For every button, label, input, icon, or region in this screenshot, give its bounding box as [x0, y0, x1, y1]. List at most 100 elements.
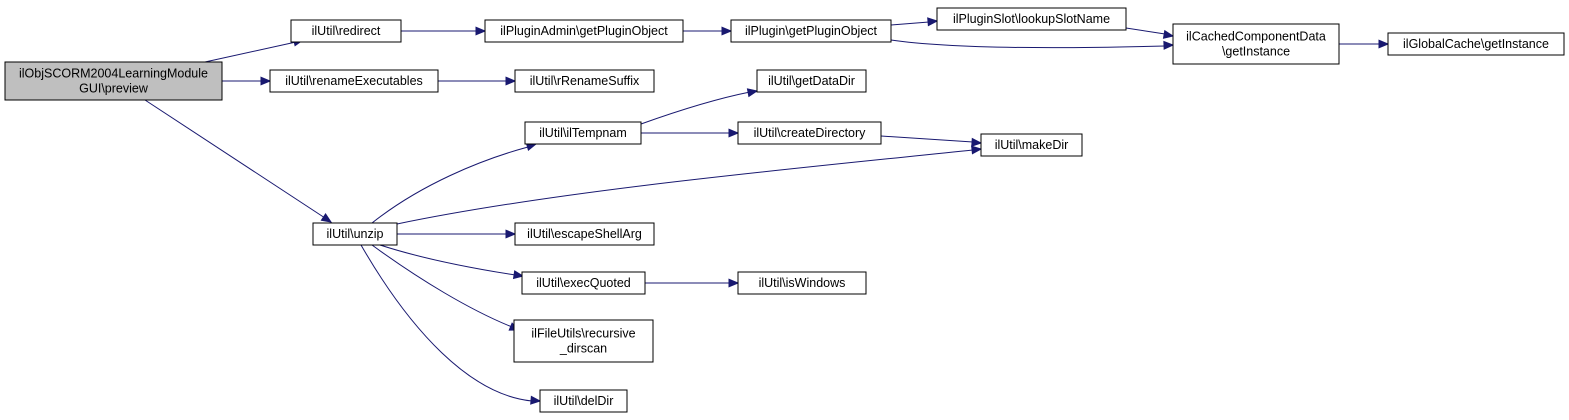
arrowhead-icon — [475, 26, 487, 36]
arrowhead-icon — [971, 145, 983, 155]
node-label: ilPluginSlot\lookupSlotName — [953, 12, 1110, 26]
node-label: ilFileUtils\recursive — [531, 327, 635, 341]
edge-line — [371, 146, 529, 224]
edge-line — [144, 99, 326, 219]
edge-unzip-to-tempnam — [371, 142, 538, 224]
edge-root-to-redirect — [204, 37, 305, 63]
node-unzip[interactable]: ilUtil\unzip — [312, 222, 398, 246]
arrowhead-icon — [1162, 29, 1175, 39]
node-redirect[interactable]: ilUtil\redirect — [290, 19, 402, 43]
edge-line — [396, 149, 974, 225]
node-plugin[interactable]: ilPlugin\getPluginObject — [730, 19, 892, 43]
edge-plugin-to-slot — [890, 17, 939, 27]
node-exec[interactable]: ilUtil\execQuoted — [521, 271, 646, 295]
edge-line — [890, 21, 930, 26]
edge-line — [1125, 27, 1166, 35]
node-box — [514, 69, 655, 93]
node-label: ilObjSCORM2004LearningModule — [19, 67, 208, 81]
arrowhead-icon — [1378, 39, 1390, 49]
node-renameExec[interactable]: ilUtil\renameExecutables — [269, 69, 439, 93]
edge-exec-to-iswin — [645, 278, 740, 288]
node-box — [936, 7, 1127, 31]
arrowhead-icon — [260, 76, 272, 86]
edge-unzip-to-exec — [379, 244, 525, 280]
node-label: ilUtil\rRenameSuffix — [530, 74, 640, 88]
node-box — [290, 19, 402, 43]
edge-unzip-to-deldir — [360, 244, 542, 405]
edge-line — [640, 91, 751, 125]
arrowhead-icon — [505, 76, 517, 86]
node-label: ilUtil\escapeShellArg — [527, 227, 642, 241]
node-label: _dirscan — [559, 342, 607, 356]
node-slot[interactable]: ilPluginSlot\lookupSlotName — [936, 7, 1127, 31]
node-layer: ilObjSCORM2004LearningModuleGUI\previewi… — [4, 7, 1565, 413]
arrowhead-icon — [320, 212, 333, 223]
edge-unzip-to-makedir — [396, 145, 983, 225]
arrowhead-icon — [728, 278, 740, 288]
node-box — [539, 389, 628, 413]
node-iswin[interactable]: ilUtil\isWindows — [737, 271, 867, 295]
node-label: ilGlobalCache\getInstance — [1403, 37, 1549, 51]
node-pluginAdmin[interactable]: ilPluginAdmin\getPluginObject — [484, 19, 684, 43]
node-createdir[interactable]: ilUtil\createDirectory — [737, 121, 882, 145]
edge-unzip-to-escape — [397, 229, 517, 239]
edge-line — [360, 244, 533, 402]
node-box — [521, 271, 646, 295]
node-label: ilCachedComponentData — [1186, 30, 1326, 44]
node-box — [756, 69, 867, 93]
node-tempnam[interactable]: ilUtil\ilTempnam — [524, 121, 642, 145]
arrowhead-icon — [512, 270, 525, 280]
arrowhead-icon — [530, 395, 542, 405]
node-box — [737, 121, 882, 145]
node-box — [524, 121, 642, 145]
edge-line — [880, 135, 974, 143]
edge-createdir-to-makedir — [880, 135, 983, 147]
edge-renameExec-to-rrename — [438, 76, 517, 86]
node-makedir[interactable]: ilUtil\makeDir — [980, 133, 1083, 157]
node-rrename[interactable]: ilUtil\rRenameSuffix — [514, 69, 655, 93]
edge-slot-to-cached — [1125, 27, 1175, 39]
node-global[interactable]: ilGlobalCache\getInstance — [1387, 32, 1565, 56]
edge-plugin-to-cached — [890, 39, 1175, 50]
node-label: ilPlugin\getPluginObject — [745, 24, 878, 38]
node-box — [312, 222, 398, 246]
node-box — [1387, 32, 1565, 56]
node-deldir[interactable]: ilUtil\delDir — [539, 389, 628, 413]
edge-redirect-to-pluginAdmin — [401, 26, 487, 36]
node-escape[interactable]: ilUtil\escapeShellArg — [514, 222, 655, 246]
node-box — [514, 222, 655, 246]
edge-unzip-to-filescan — [371, 244, 521, 331]
edge-cached-to-global — [1339, 39, 1390, 49]
edge-line — [204, 41, 297, 63]
edge-root-to-unzip — [144, 99, 333, 223]
node-box — [980, 133, 1083, 157]
node-label: ilUtil\execQuoted — [536, 276, 631, 290]
edge-root-to-renameExec — [222, 76, 272, 86]
node-label: ilUtil\makeDir — [995, 138, 1069, 152]
node-filescan[interactable]: ilFileUtils\recursive_dirscan — [513, 319, 654, 363]
node-cached[interactable]: ilCachedComponentData\getInstance — [1172, 23, 1340, 65]
node-label: ilUtil\createDirectory — [754, 126, 867, 140]
node-box — [484, 19, 684, 43]
node-box — [1172, 23, 1340, 65]
node-box — [269, 69, 439, 93]
edge-line — [371, 244, 513, 328]
edge-layer — [144, 17, 1390, 405]
node-datadir[interactable]: ilUtil\getDataDir — [756, 69, 867, 93]
arrowhead-icon — [721, 26, 733, 36]
node-label: ilPluginAdmin\getPluginObject — [500, 24, 668, 38]
edge-tempnam-to-datadir — [640, 88, 759, 125]
node-label: ilUtil\unzip — [327, 227, 384, 241]
node-label: \getInstance — [1222, 45, 1290, 59]
node-box — [730, 19, 892, 43]
edge-line — [379, 244, 516, 276]
node-label: GUI\preview — [79, 82, 149, 96]
arrowhead-icon — [728, 128, 740, 138]
node-label: ilUtil\isWindows — [759, 276, 846, 290]
node-box — [4, 61, 223, 101]
node-box — [513, 319, 654, 363]
node-box — [737, 271, 867, 295]
node-label: ilUtil\ilTempnam — [539, 126, 627, 140]
